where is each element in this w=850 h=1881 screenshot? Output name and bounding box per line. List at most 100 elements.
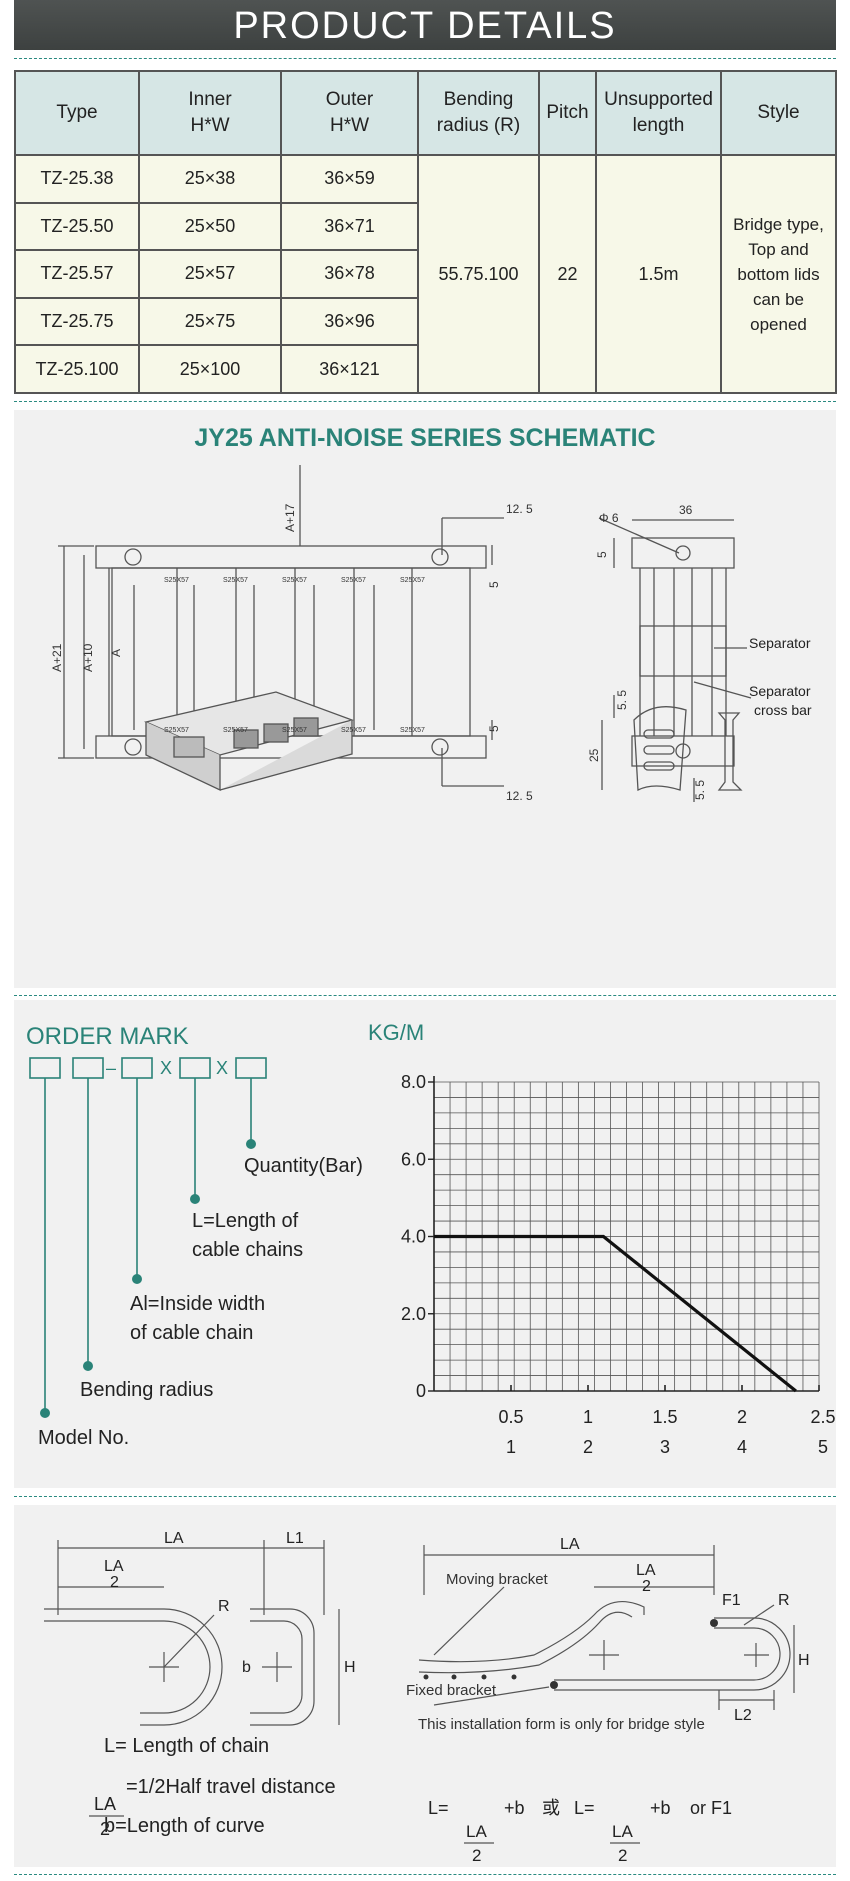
header-type: Type [14, 70, 140, 156]
label-length-2: cable chains [192, 1239, 303, 1261]
cell-outer: 36×96 [280, 296, 419, 347]
formula-l1: L= [428, 1798, 449, 1818]
dim-a17: A+17 [283, 503, 297, 532]
dim-5-bottom: 5 [487, 725, 501, 732]
legend-curve: b=Length of curve [104, 1815, 265, 1837]
chart-x-tick-label: 2 [737, 1407, 747, 1427]
header-pitch: Pitch [538, 70, 597, 156]
chart-y-tick-label: 0 [416, 1381, 426, 1401]
right-r: R [778, 1592, 790, 1609]
page-banner: PRODUCT DETAILS [14, 0, 836, 50]
schematic-drawing: A+17 A+21 A+10 A 12. 5 12. 5 5 5 Φ 6 36 … [50, 465, 812, 803]
chart-series-line [434, 1234, 797, 1393]
plate-label: S25X57 [282, 727, 307, 734]
dim-12-5-bottom: 12. 5 [506, 789, 533, 803]
table-row: TZ-25.57 25×57 36×78 [14, 249, 836, 299]
dim-5-5-top: 5. 5 [615, 690, 629, 710]
left-la: LA [164, 1530, 184, 1547]
legend-length: L= Length of chain [104, 1735, 269, 1757]
code-x-2: X [216, 1058, 228, 1078]
label-width-2: of cable chain [130, 1322, 253, 1344]
right-la: LA [560, 1536, 580, 1553]
cell-outer: 36×121 [280, 344, 419, 394]
formula-or-f1: or F1 [690, 1798, 732, 1818]
plate-label: S25X57 [400, 727, 425, 734]
chart-x-tick-label-secondary: 3 [660, 1437, 670, 1457]
legend-half-den: 2 [100, 1819, 110, 1839]
label-model: Model No. [38, 1427, 129, 1449]
cell-type: TZ-25.50 [14, 201, 140, 252]
code-dash: – [106, 1058, 116, 1078]
schematic-panel: JY25 ANTI-NOISE SERIES SCHEMATIC [14, 410, 836, 988]
chart-y-tick-label: 2.0 [401, 1304, 426, 1324]
chart-y-tick-label: 4.0 [401, 1227, 426, 1247]
formula-den2: 2 [618, 1846, 627, 1865]
right-h: H [798, 1652, 810, 1669]
chart-x-tick-label: 0.5 [498, 1407, 523, 1427]
left-r: R [218, 1598, 230, 1615]
label-bending: Bending radius [80, 1379, 213, 1401]
left-la-half-num: LA [104, 1558, 124, 1575]
separator-label: Separator [749, 635, 811, 651]
dim-a10: A+10 [81, 643, 95, 672]
formula-l2: L= [574, 1798, 595, 1818]
cell-pitch: 22 [538, 154, 597, 394]
dim-phi6: Φ 6 [599, 511, 619, 525]
right-f1: F1 [722, 1592, 741, 1609]
cell-outer: 36×59 [280, 154, 419, 204]
chart-x-tick-label-secondary: 2 [583, 1437, 593, 1457]
formula-or-cn: 或 [542, 1798, 560, 1818]
installation-note: This installation form is only for bridg… [418, 1716, 705, 1733]
cell-type: TZ-25.75 [14, 296, 140, 347]
divider [14, 401, 836, 402]
cell-type: TZ-25.57 [14, 249, 140, 299]
code-x-1: X [160, 1058, 172, 1078]
cross-bar-label-2: cross bar [754, 702, 812, 718]
label-length-1: L=Length of [192, 1210, 299, 1232]
label-width-1: Al=Inside width [130, 1293, 265, 1315]
divider [14, 1496, 836, 1497]
dim-5-side: 5 [595, 551, 609, 558]
plate-label: S25X57 [341, 577, 366, 584]
formula-num2: LA [612, 1822, 633, 1841]
cell-inner: 25×50 [138, 201, 282, 252]
plate-label: S25X57 [164, 727, 189, 734]
dim-36: 36 [679, 503, 693, 517]
dim-5-top: 5 [487, 581, 501, 588]
formula-plus-b2: +b [650, 1798, 671, 1818]
divider [14, 995, 836, 996]
side-bottom [631, 735, 735, 767]
dim-a21: A+21 [50, 643, 64, 672]
installation-diagram: LA L1 LA 2 R b H LA LA 2 F1 R H L2 Movin… [44, 1530, 810, 1865]
moving-bracket-label: Moving bracket [446, 1571, 549, 1588]
left-b: b [242, 1659, 251, 1676]
top-rail [95, 545, 487, 569]
plate-label: S25X57 [341, 727, 366, 734]
cell-inner: 25×100 [138, 344, 282, 394]
chart-x-tick-label-secondary: 1 [506, 1437, 516, 1457]
dim-12-5-top: 12. 5 [506, 502, 533, 516]
table-row: TZ-25.75 25×75 36×96 [14, 296, 836, 347]
label-quantity: Quantity(Bar) [244, 1155, 363, 1177]
schematic-title: JY25 ANTI-NOISE SERIES SCHEMATIC [194, 424, 656, 452]
chart-x-tick-label: 2.5 [810, 1407, 835, 1427]
side-top [631, 537, 735, 569]
chart-x-tick-label-secondary: 4 [737, 1437, 747, 1457]
plate-label: S25X57 [282, 577, 307, 584]
chart-title: KG/M [368, 1020, 424, 1045]
chart-x-tick-label-secondary: 5 [818, 1437, 828, 1457]
cell-outer: 36×71 [280, 201, 419, 252]
dim-5-5-bottom: 5. 5 [693, 780, 707, 800]
chart-x-tick-label: 1.5 [652, 1407, 677, 1427]
table-row: TZ-25.50 25×50 36×71 [14, 201, 836, 252]
left-l1: L1 [286, 1530, 304, 1547]
dim-a: A [109, 649, 123, 657]
chart-y-tick-label: 8.0 [401, 1072, 426, 1092]
legend-half-num: LA [94, 1794, 116, 1814]
header-style: Style [720, 70, 837, 156]
